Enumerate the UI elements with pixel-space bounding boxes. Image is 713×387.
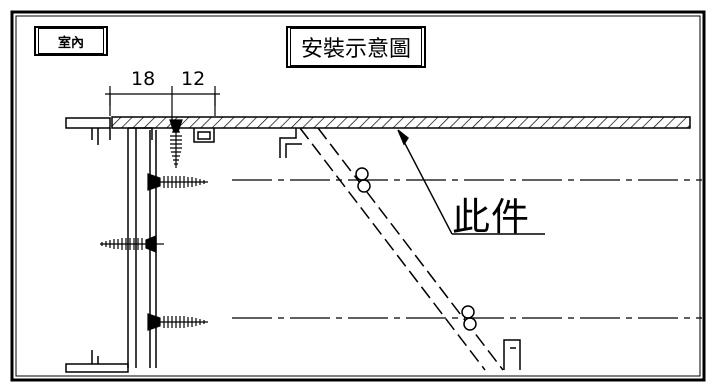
top-clip <box>193 128 215 143</box>
outer-frame <box>10 10 706 382</box>
bracket-left <box>279 128 302 158</box>
dimension-right: 12 <box>181 68 206 90</box>
vertical-profile <box>65 127 157 373</box>
panel-strip <box>111 116 691 129</box>
hook-symbols <box>355 167 477 331</box>
bracket-bottom <box>503 339 521 370</box>
room-label: 室內 <box>34 26 108 56</box>
callout-leader <box>397 129 545 235</box>
frame-top-lip <box>65 117 111 129</box>
dimension-left: 18 <box>131 68 156 90</box>
drawing-title-text: 安裝示意圖 <box>300 37 411 62</box>
dashed-diagonal <box>299 127 504 371</box>
callout-label: 此件 <box>452 195 531 239</box>
drawing-title: 安裝示意圖 <box>286 26 426 68</box>
inner-frame <box>15 15 701 377</box>
centre-lines <box>232 179 702 319</box>
room-label-text: 室內 <box>57 35 84 51</box>
screws <box>100 119 208 331</box>
